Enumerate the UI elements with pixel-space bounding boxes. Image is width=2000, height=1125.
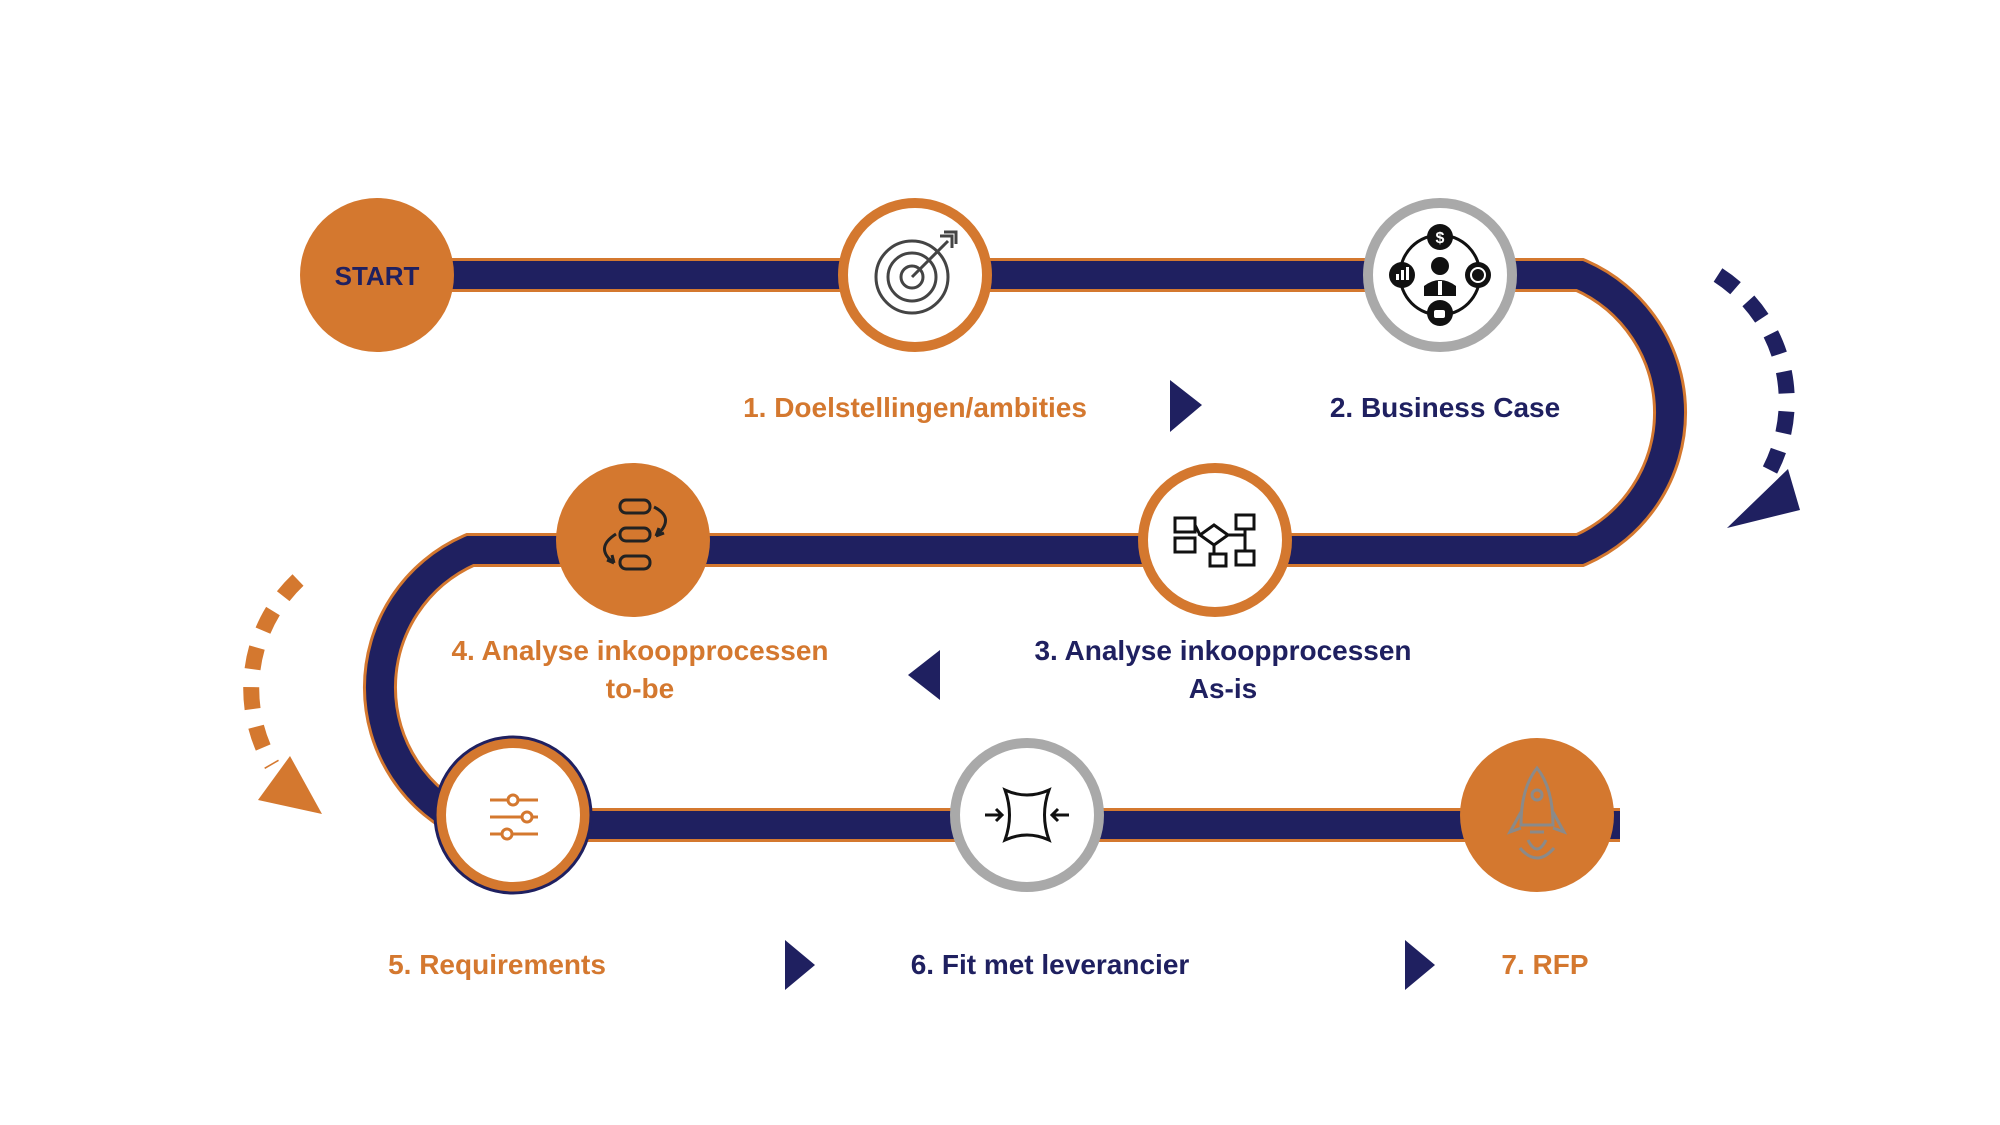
step-7-node <box>1460 738 1614 892</box>
rocket-icon <box>1506 765 1568 860</box>
step-7-label: 7. RFP <box>1501 949 1588 980</box>
fit-icon <box>985 787 1069 843</box>
step-3-label-line1: 3. Analyse inkoopprocessen <box>1034 635 1411 666</box>
svg-text:$: $ <box>1436 230 1445 247</box>
step-6-label: 6. Fit met leverancier <box>911 949 1190 980</box>
start-label: START <box>335 261 420 291</box>
step-4-node <box>556 463 710 617</box>
step-4-label-line1: 4. Analyse inkoopprocessen <box>451 635 828 666</box>
step-5-label: 5. Requirements <box>388 949 606 980</box>
sliders-icon <box>490 793 538 841</box>
arrow-head-icon <box>258 756 322 814</box>
step-2-label: 2. Business Case <box>1330 392 1560 423</box>
play-arrow-icon <box>785 940 815 990</box>
play-arrow-icon <box>1170 380 1202 432</box>
direction-arrows <box>785 380 1435 990</box>
step-3-label-line2: As-is <box>1189 673 1257 704</box>
step-1-node <box>838 198 992 352</box>
start-node: START <box>300 198 454 352</box>
target-icon <box>874 230 958 315</box>
road-path <box>363 258 1687 842</box>
process-cycle-icon <box>603 498 667 571</box>
business-case-icon: $ <box>1389 224 1491 326</box>
step-2-node: $ <box>1363 198 1517 352</box>
step-5-node <box>433 735 593 895</box>
step-1-label: 1. Doelstellingen/ambities <box>743 392 1087 423</box>
step-3-node <box>1138 463 1292 617</box>
arrow-head-icon <box>1727 469 1800 528</box>
play-arrow-icon <box>908 650 940 700</box>
step-6-node <box>950 738 1104 892</box>
dashed-arrow-right <box>1713 268 1800 528</box>
flowchart-icon <box>1173 513 1256 568</box>
step-4-label-line2: to-be <box>606 673 674 704</box>
dashed-arrow-left <box>243 574 322 814</box>
play-arrow-icon <box>1405 940 1435 990</box>
